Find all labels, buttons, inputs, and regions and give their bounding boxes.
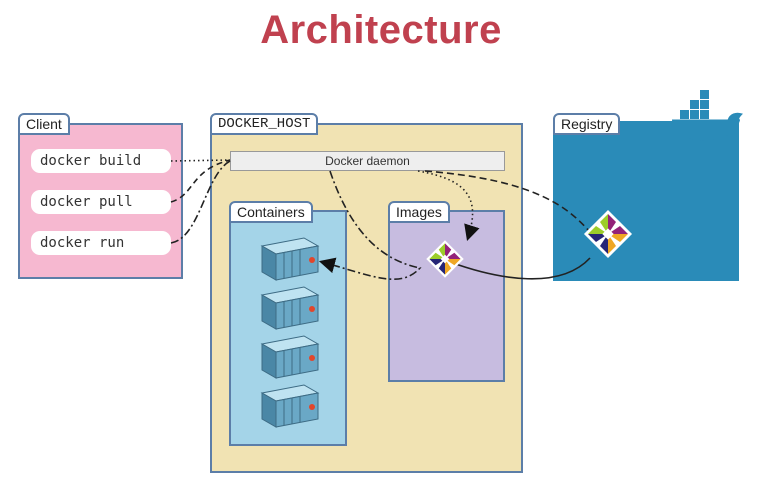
images-label: Images [388, 201, 450, 223]
docker-host-label: DOCKER_HOST [210, 113, 319, 135]
run-connector [170, 160, 231, 244]
pull-connector [170, 159, 231, 203]
container-icon [260, 286, 320, 330]
docker-daemon: Docker daemon [230, 151, 505, 171]
docker-pull-command: docker pull [31, 190, 171, 214]
registry-to-image-line [449, 257, 591, 280]
build-connector [170, 159, 231, 162]
container-icon [260, 237, 320, 281]
docker-build-command: docker build [31, 149, 171, 173]
page-title: Architecture [260, 8, 502, 52]
registry-label: Registry [553, 113, 621, 135]
centos-logo-icon [426, 240, 464, 278]
container-icon [260, 335, 320, 379]
docker-run-command: docker run [31, 231, 171, 255]
registry-panel [553, 121, 739, 281]
pull-registry-arrow [424, 170, 591, 233]
containers-label: Containers [229, 201, 313, 223]
centos-logo-icon [583, 209, 633, 259]
images-panel [388, 210, 505, 382]
run-container-arrow [318, 170, 422, 280]
container-icon [260, 384, 320, 428]
docker-whale-icon [672, 90, 743, 141]
client-label: Client [18, 113, 70, 135]
build-image-arrow [417, 170, 480, 242]
